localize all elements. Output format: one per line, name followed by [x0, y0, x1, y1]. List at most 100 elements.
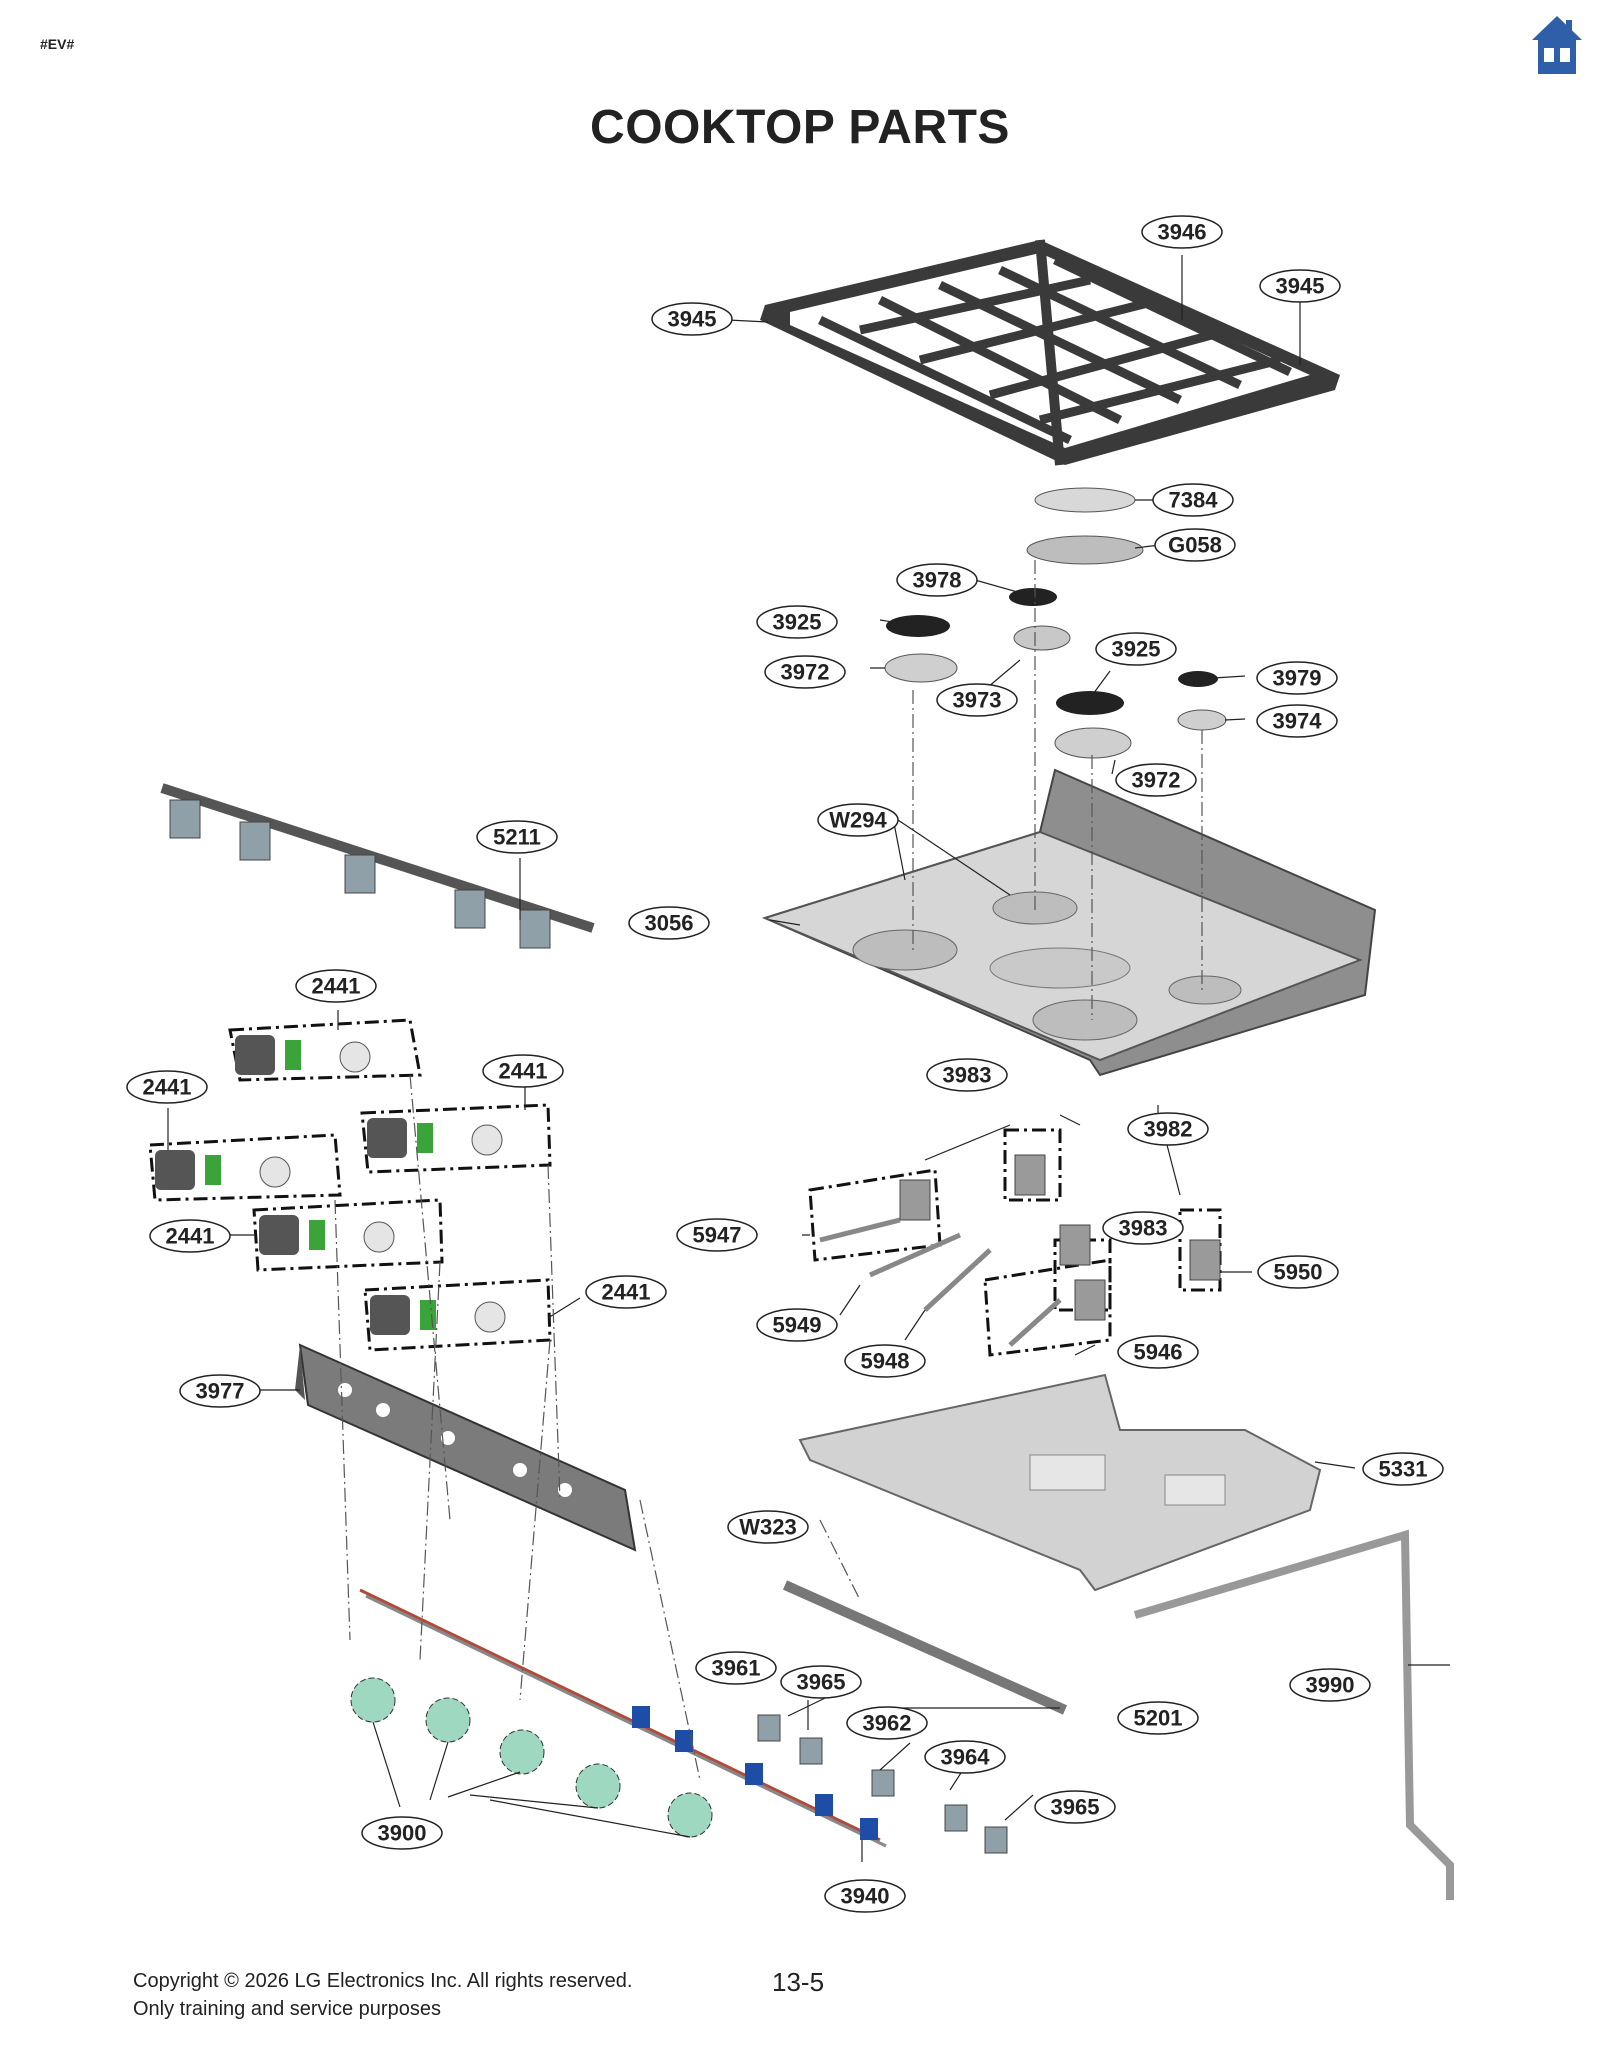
callout-w323: W323	[727, 1510, 809, 1544]
callout-g058: G058	[1154, 528, 1236, 562]
copyright-text: Copyright © 2026 LG Electronics Inc. All…	[133, 1970, 633, 1992]
usage-note: Only training and service purposes	[133, 1998, 441, 2020]
callout-w294: W294	[817, 803, 899, 837]
callout-label: 2441	[602, 1280, 651, 1305]
callout-label: 5331	[1379, 1457, 1428, 1482]
callout-3900: 3900	[361, 1816, 443, 1850]
callout-label: 3056	[645, 911, 694, 936]
callout-label: 3972	[1132, 768, 1181, 793]
callout-3925-left: 3925	[756, 605, 838, 639]
callout-3983-top: 3983	[926, 1058, 1008, 1092]
callout-3964: 3964	[924, 1740, 1006, 1774]
callout-label: 3974	[1273, 709, 1323, 734]
callout-5949: 5949	[756, 1308, 838, 1342]
callout-label: G058	[1168, 533, 1222, 558]
callout-7384: 7384	[1152, 483, 1234, 517]
callout-label: W294	[829, 808, 887, 833]
document-code: #EV#	[40, 36, 75, 52]
callout-3978: 3978	[896, 563, 978, 597]
callout-3982: 3982	[1127, 1112, 1209, 1146]
callout-2441-e: 2441	[585, 1275, 667, 1309]
page-title: COOKTOP PARTS	[590, 101, 1010, 154]
callout-label: 3977	[196, 1379, 245, 1404]
callout-3965-top: 3965	[780, 1665, 862, 1699]
gas-manifold	[160, 783, 595, 949]
rail-and-tube	[782, 1529, 1454, 1900]
callout-label: 3972	[781, 660, 830, 685]
callout-label: 3961	[712, 1656, 761, 1681]
callout-label: 3946	[1158, 220, 1207, 245]
callout-label: 3940	[841, 1884, 890, 1909]
callout-label: 3965	[1051, 1795, 1100, 1820]
callout-label: 3982	[1144, 1117, 1193, 1142]
callout-label: 3964	[941, 1745, 991, 1770]
cooktop-main-top	[762, 560, 1377, 1077]
cooktop-grate	[760, 239, 1340, 466]
callout-3962: 3962	[846, 1706, 928, 1740]
callout-label: 3945	[1276, 274, 1325, 299]
callout-3056: 3056	[628, 906, 710, 940]
callout-label: 3965	[797, 1670, 846, 1695]
callout-5946: 5946	[1117, 1335, 1199, 1369]
callout-label: 7384	[1169, 488, 1219, 513]
callout-label: 3990	[1306, 1673, 1355, 1698]
callout-label: 2441	[166, 1224, 215, 1249]
callout-3946: 3946	[1141, 215, 1223, 249]
callout-label: 3983	[943, 1063, 992, 1088]
burner-parts	[884, 487, 1227, 759]
leader-lines	[167, 255, 1450, 1862]
callout-label: 2441	[312, 974, 361, 999]
callout-label: 5950	[1274, 1260, 1323, 1285]
callout-5948: 5948	[844, 1344, 926, 1378]
callout-label: 3945	[668, 307, 717, 332]
assembly-dash-guides	[334, 1074, 861, 1781]
callout-label: 2441	[499, 1059, 548, 1084]
callout-5331: 5331	[1362, 1452, 1444, 1486]
callout-label: 5201	[1134, 1706, 1183, 1731]
callout-3977: 3977	[179, 1374, 261, 1408]
callout-3974: 3974	[1256, 704, 1338, 738]
callout-label: W323	[739, 1515, 796, 1540]
home-icon[interactable]	[1530, 14, 1584, 76]
page-number: 13-5	[772, 1967, 825, 1997]
callout-2441-b: 2441	[126, 1070, 208, 1104]
callout-5211: 5211	[476, 820, 558, 854]
callout-label: 2441	[143, 1075, 192, 1100]
callout-5201: 5201	[1117, 1701, 1199, 1735]
callout-3972-left: 3972	[764, 655, 846, 689]
callout-2441-a: 2441	[295, 969, 377, 1003]
callout-5947: 5947	[676, 1218, 758, 1252]
callout-label: 5949	[773, 1313, 822, 1338]
callout-3979: 3979	[1256, 661, 1338, 695]
callout-5950: 5950	[1257, 1255, 1339, 1289]
callout-label: 3925	[1112, 637, 1161, 662]
footer-copyright: Copyright © 2026 LG Electronics Inc. All…	[133, 1967, 632, 2023]
callout-label: 5948	[861, 1349, 910, 1374]
callout-label: 5211	[493, 825, 541, 850]
callout-label: 3900	[378, 1821, 427, 1846]
callout-label: 5947	[693, 1223, 742, 1248]
callout-3945-right: 3945	[1259, 269, 1341, 303]
bottom-plate	[798, 1373, 1322, 1592]
callout-label: 3973	[953, 688, 1002, 713]
callout-label: 3925	[773, 610, 822, 635]
callout-3945-left: 3945	[651, 302, 733, 336]
burner-valves	[808, 1128, 1222, 1357]
knob-assemblies	[148, 1018, 552, 1352]
callout-3983-mid: 3983	[1102, 1211, 1184, 1245]
callout-3925-right: 3925	[1095, 632, 1177, 666]
callout-label: 3962	[863, 1711, 912, 1736]
callout-3965-bottom: 3965	[1034, 1790, 1116, 1824]
callout-3961: 3961	[695, 1651, 777, 1685]
callout-2441-c: 2441	[482, 1054, 564, 1088]
callout-label: 3978	[913, 568, 962, 593]
callout-3940: 3940	[824, 1879, 906, 1913]
callout-label: 3979	[1273, 666, 1322, 691]
callout-2441-d: 2441	[149, 1219, 231, 1253]
callout-3973: 3973	[936, 683, 1018, 717]
callout-label: 5946	[1134, 1340, 1183, 1365]
callout-3990: 3990	[1289, 1668, 1371, 1702]
ignition-harness	[350, 1588, 1008, 1854]
callout-3972-right: 3972	[1115, 763, 1197, 797]
